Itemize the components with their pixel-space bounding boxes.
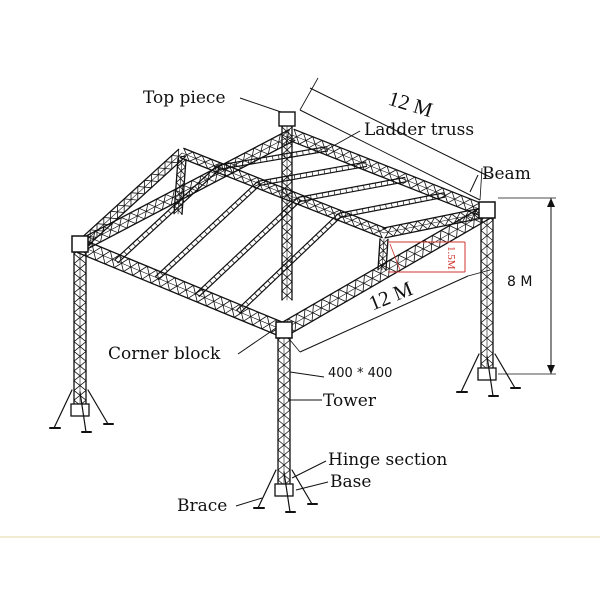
center-top-piece <box>281 117 293 301</box>
tower-back-left <box>73 243 87 411</box>
dimension-height: 8 M <box>507 274 533 290</box>
ladder-truss-front-3 <box>195 197 302 297</box>
label-base: Base <box>330 472 372 492</box>
back-right-beam <box>289 128 490 219</box>
ladder-truss-front-1 <box>114 165 221 264</box>
ladder-truss-back-4 <box>338 192 446 219</box>
label-ladder-truss: Ladder truss <box>364 120 475 140</box>
right-gable-post <box>377 238 389 271</box>
ladder-truss-front-4 <box>236 213 342 314</box>
ladder-truss-front-2 <box>155 181 261 281</box>
tower-right <box>480 209 494 375</box>
tower-front-base <box>253 321 318 513</box>
label-top-piece: Top piece <box>143 88 226 108</box>
label-hinge-section: Hinge section <box>328 450 448 470</box>
tower-back-left-base <box>49 235 114 433</box>
dimension-roof-rise: 1.5M <box>445 246 457 270</box>
front-right-beam <box>278 205 492 337</box>
ladder-truss-back-1 <box>217 146 329 171</box>
tower-front <box>277 329 291 491</box>
left-gable-rafter <box>75 148 187 251</box>
label-beam: Beam <box>482 164 531 184</box>
label-corner-block: Corner block <box>108 344 221 364</box>
ladder-truss-back-3 <box>298 176 407 203</box>
label-brace: Brace <box>177 496 228 516</box>
label-tower: Tower <box>323 391 376 411</box>
roof-rise-marker <box>388 241 466 273</box>
front-left-beam <box>76 238 287 338</box>
ladder-truss-back-2 <box>257 161 368 187</box>
tower-right-base <box>456 201 521 397</box>
top-piece-block <box>278 111 296 127</box>
left-gable-post <box>173 158 187 215</box>
dimension-truss-section: 400 * 400 <box>328 366 393 381</box>
right-gable-rafter <box>382 206 489 239</box>
